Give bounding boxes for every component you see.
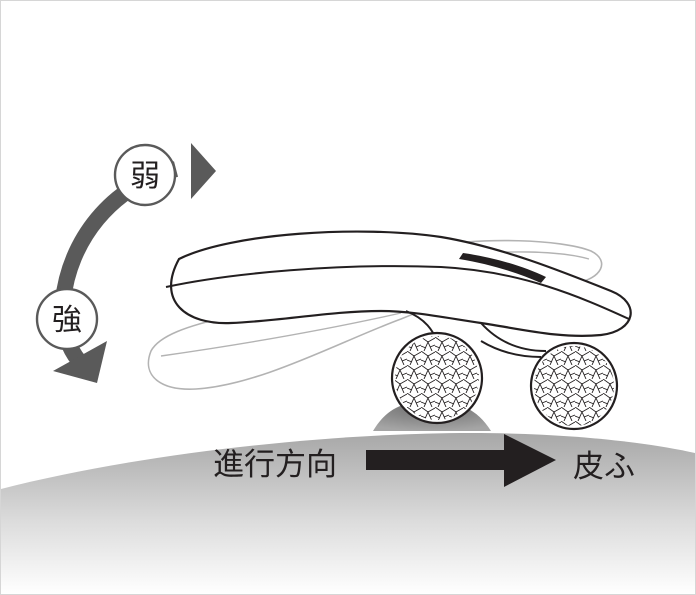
ghost-device-lower-ridge xyxy=(160,312,402,357)
front-roller xyxy=(390,331,484,425)
direction-arrowhead-icon xyxy=(504,434,556,487)
skin-label: 皮ふ xyxy=(573,449,635,485)
rear-roller xyxy=(529,341,619,431)
weak-badge: 弱 xyxy=(113,143,177,207)
weak-label: 弱 xyxy=(130,159,160,194)
strong-badge: 強 xyxy=(35,287,99,351)
device-body xyxy=(169,230,632,338)
arrowhead-up-icon xyxy=(191,143,216,199)
direction-arrow-shaft xyxy=(366,450,506,470)
direction-label: 進行方向 xyxy=(213,447,337,483)
device-ridge xyxy=(165,265,630,320)
strong-label: 強 xyxy=(52,303,82,338)
device-top-button xyxy=(459,253,546,283)
arrowhead-down-icon xyxy=(53,341,107,383)
